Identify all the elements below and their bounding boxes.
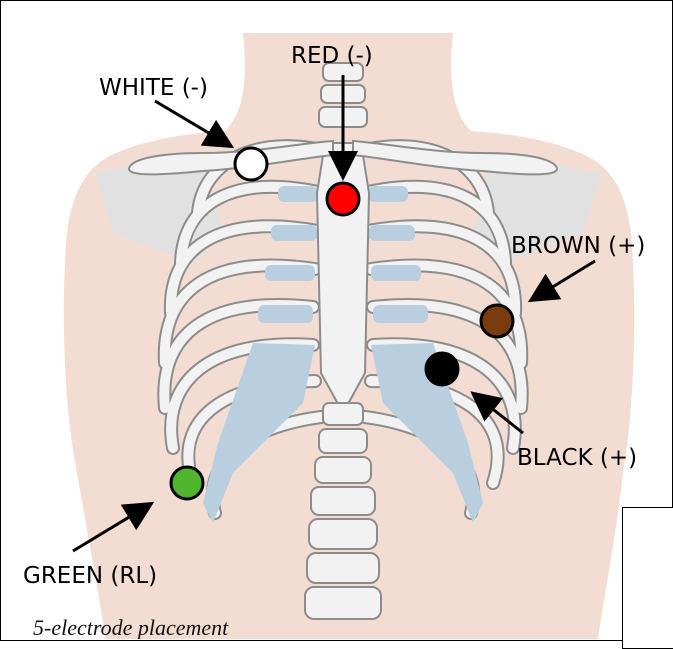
label-green: GREEN (RL) [23, 563, 157, 589]
electrode-brown [481, 305, 513, 337]
label-brown: BROWN (+) [511, 233, 645, 259]
label-white: WHITE (-) [99, 75, 208, 101]
electrode-green [171, 467, 203, 499]
electrode-white [235, 148, 267, 180]
diagram-stage: WHITE (-) RED (-) BROWN (+) BLACK (+) GR… [3, 3, 671, 639]
label-black: BLACK (+) [517, 445, 637, 471]
electrode-black [426, 353, 458, 385]
chest-diagram: WHITE (-) RED (-) BROWN (+) BLACK (+) GR… [3, 3, 671, 639]
inset-box [622, 507, 673, 649]
figure-caption: 5-electrode placement [33, 615, 228, 639]
label-red: RED (-) [291, 43, 373, 69]
electrode-red [327, 183, 359, 215]
